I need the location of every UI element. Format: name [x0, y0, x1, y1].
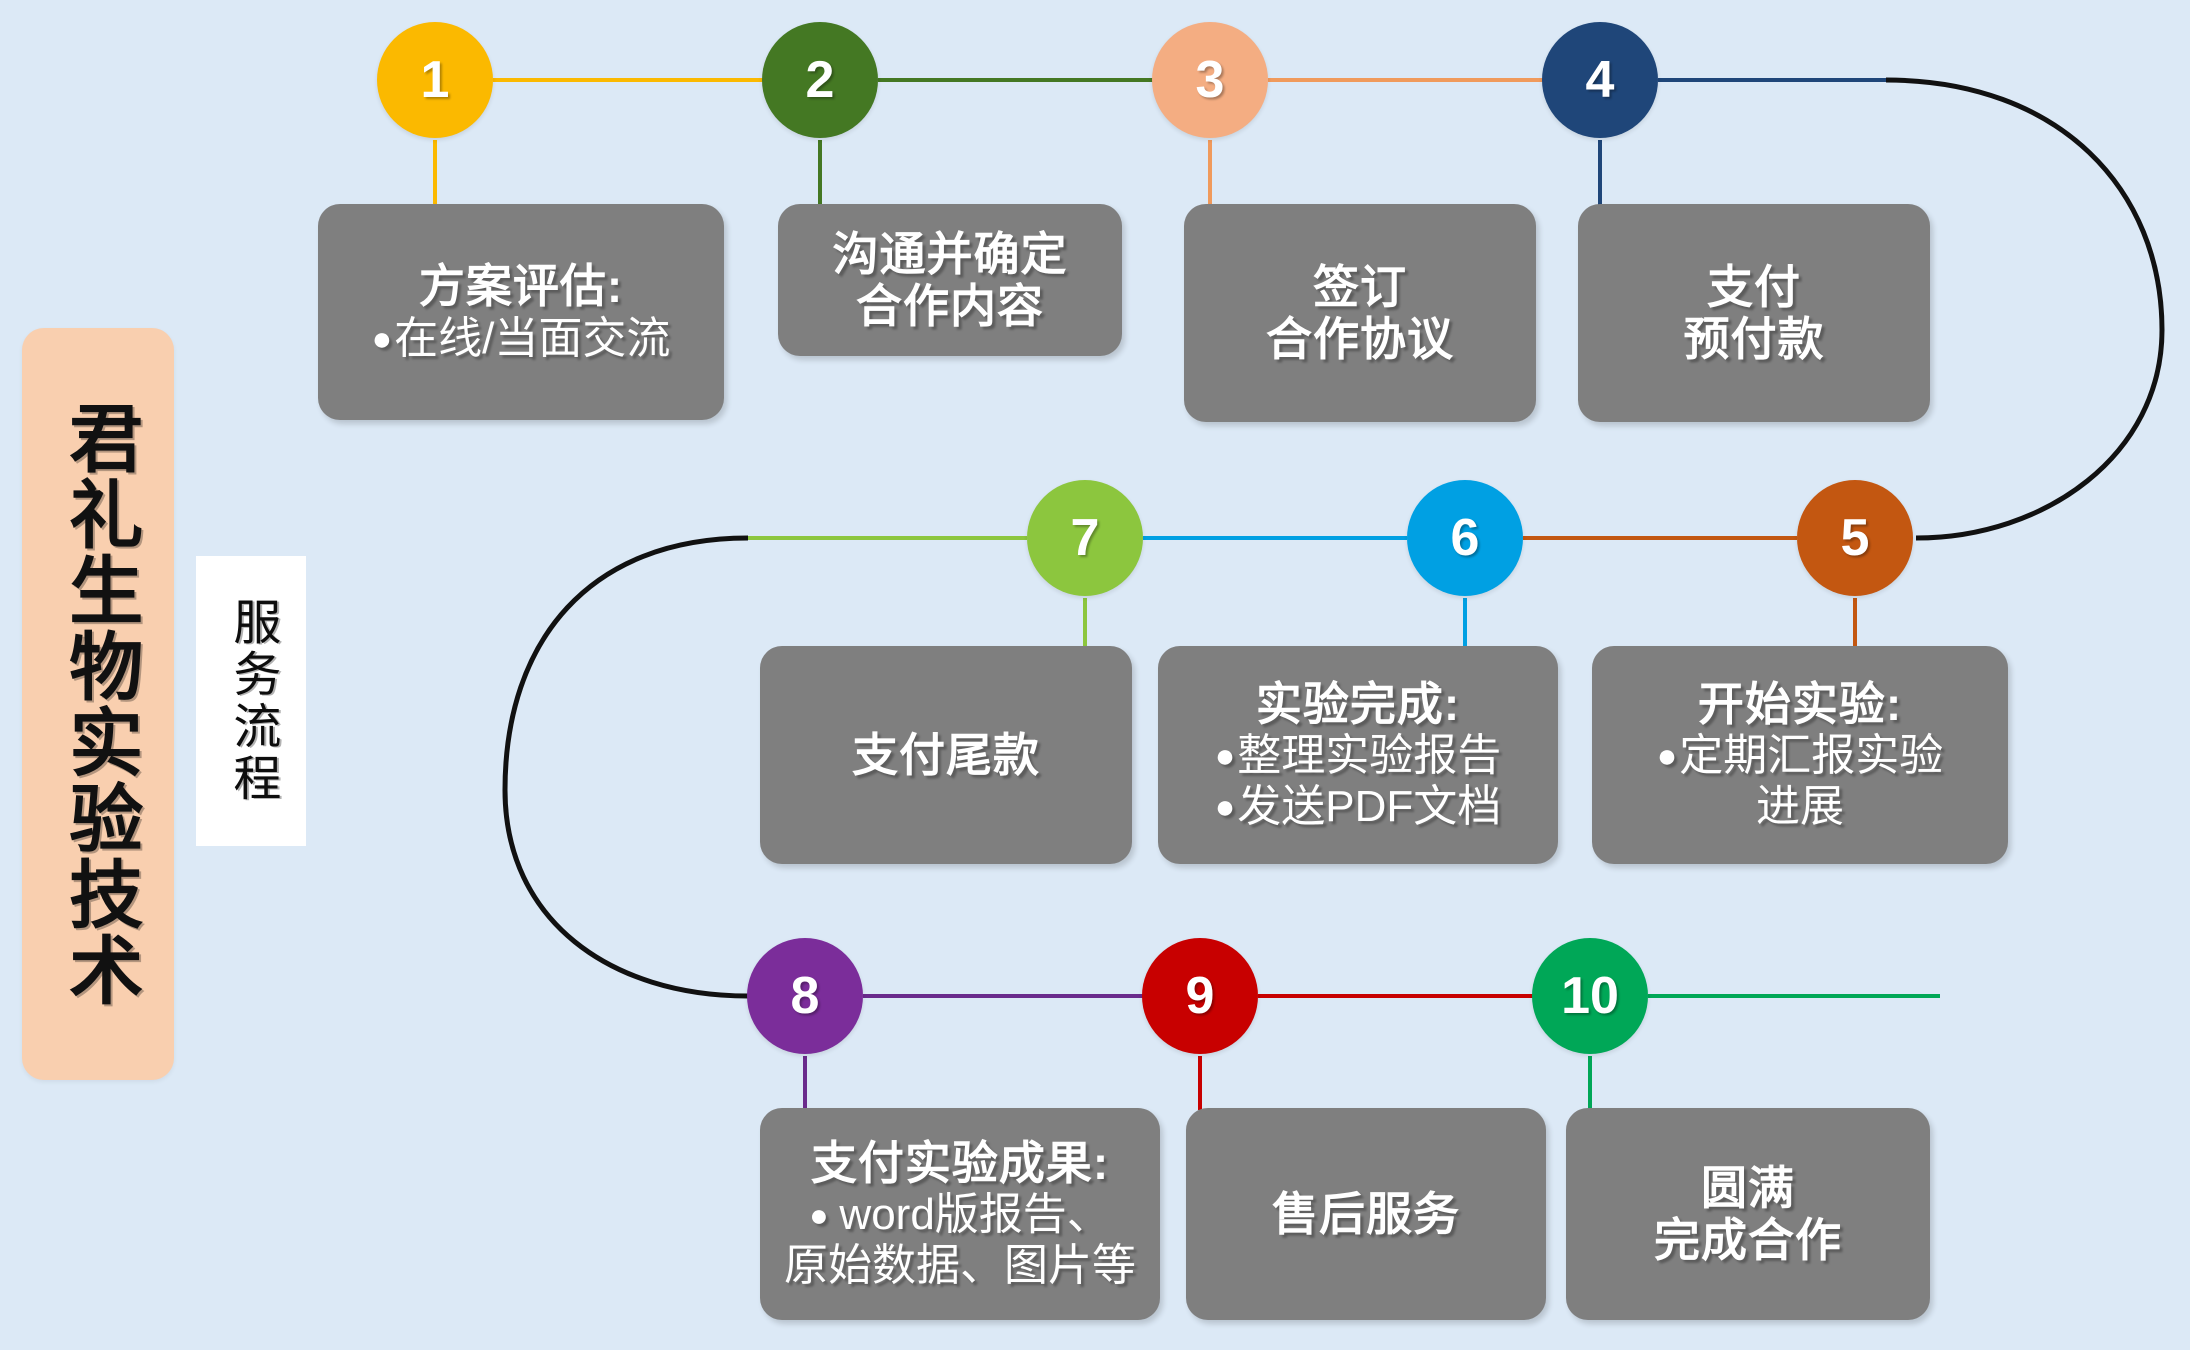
step-node-2[interactable]: 2 — [762, 22, 878, 138]
step-card-4[interactable]: 支付 预付款 — [1578, 204, 1930, 422]
step-card-9[interactable]: 售后服务 — [1186, 1108, 1546, 1320]
step-card-1-line-1: 在线/当面交流 — [372, 313, 670, 364]
step-number-7: 7 — [1070, 509, 1100, 567]
step-card-1-title: 方案评估: — [418, 260, 624, 313]
step-number-8: 8 — [790, 967, 820, 1025]
step-node-9[interactable]: 9 — [1142, 938, 1258, 1054]
step-node-8[interactable]: 8 — [747, 938, 863, 1054]
step-card-2-title: 沟通并确定 合作内容 — [832, 227, 1068, 332]
step-number-5: 5 — [1840, 509, 1870, 567]
step-card-6-line-2: 发送PDF文档 — [1215, 781, 1501, 832]
step-card-8-title: 支付实验成果: — [810, 1136, 1110, 1189]
step-card-6[interactable]: 实验完成: 整理实验报告 发送PDF文档 — [1158, 646, 1558, 864]
step-node-10[interactable]: 10 — [1532, 938, 1648, 1054]
step-node-1[interactable]: 1 — [377, 22, 493, 138]
step-card-7[interactable]: 支付尾款 — [760, 646, 1132, 864]
step-card-7-title: 支付尾款 — [852, 728, 1040, 781]
subtitle-label: 服务流程 — [225, 597, 279, 805]
step-node-3[interactable]: 3 — [1152, 22, 1268, 138]
brand-panel: 君礼生物实验技术 — [22, 328, 174, 1080]
step-node-7[interactable]: 7 — [1027, 480, 1143, 596]
step-number-3: 3 — [1195, 51, 1225, 109]
step-card-4-title: 支付 预付款 — [1683, 260, 1825, 365]
step-number-1: 1 — [420, 51, 450, 109]
step-card-5-title: 开始实验: — [1697, 677, 1903, 730]
step-card-3[interactable]: 签订 合作协议 — [1184, 204, 1536, 422]
step-card-6-line-1: 整理实验报告 — [1215, 730, 1501, 781]
loop-connector-7-8 — [502, 535, 749, 999]
step-card-8[interactable]: 支付实验成果: word版报告、 原始数据、图片等 — [760, 1108, 1160, 1320]
step-node-4[interactable]: 4 — [1542, 22, 1658, 138]
step-card-5-line-1: 定期汇报实验 进展 — [1657, 730, 1943, 832]
step-card-1[interactable]: 方案评估: 在线/当面交流 — [318, 204, 724, 420]
subtitle-panel: 服务流程 — [196, 556, 306, 846]
step-number-6: 6 — [1450, 509, 1480, 567]
step-card-5[interactable]: 开始实验: 定期汇报实验 进展 — [1592, 646, 2008, 864]
step-number-10: 10 — [1561, 967, 1619, 1025]
step-number-4: 4 — [1585, 51, 1615, 109]
step-card-8-line-1: word版报告、 原始数据、图片等 — [784, 1189, 1136, 1291]
step-card-10-title: 圆满 完成合作 — [1654, 1161, 1842, 1266]
step-card-2[interactable]: 沟通并确定 合作内容 — [778, 204, 1122, 356]
step-number-9: 9 — [1185, 967, 1215, 1025]
step-card-9-title: 售后服务 — [1272, 1187, 1460, 1240]
step-node-5[interactable]: 5 — [1797, 480, 1913, 596]
step-node-6[interactable]: 6 — [1407, 480, 1523, 596]
step-card-6-title: 实验完成: — [1255, 677, 1461, 730]
step-number-2: 2 — [805, 51, 835, 109]
step-card-3-title: 签订 合作协议 — [1266, 260, 1454, 365]
brand-title: 君礼生物实验技术 — [57, 400, 140, 1008]
step-card-10[interactable]: 圆满 完成合作 — [1566, 1108, 1930, 1320]
